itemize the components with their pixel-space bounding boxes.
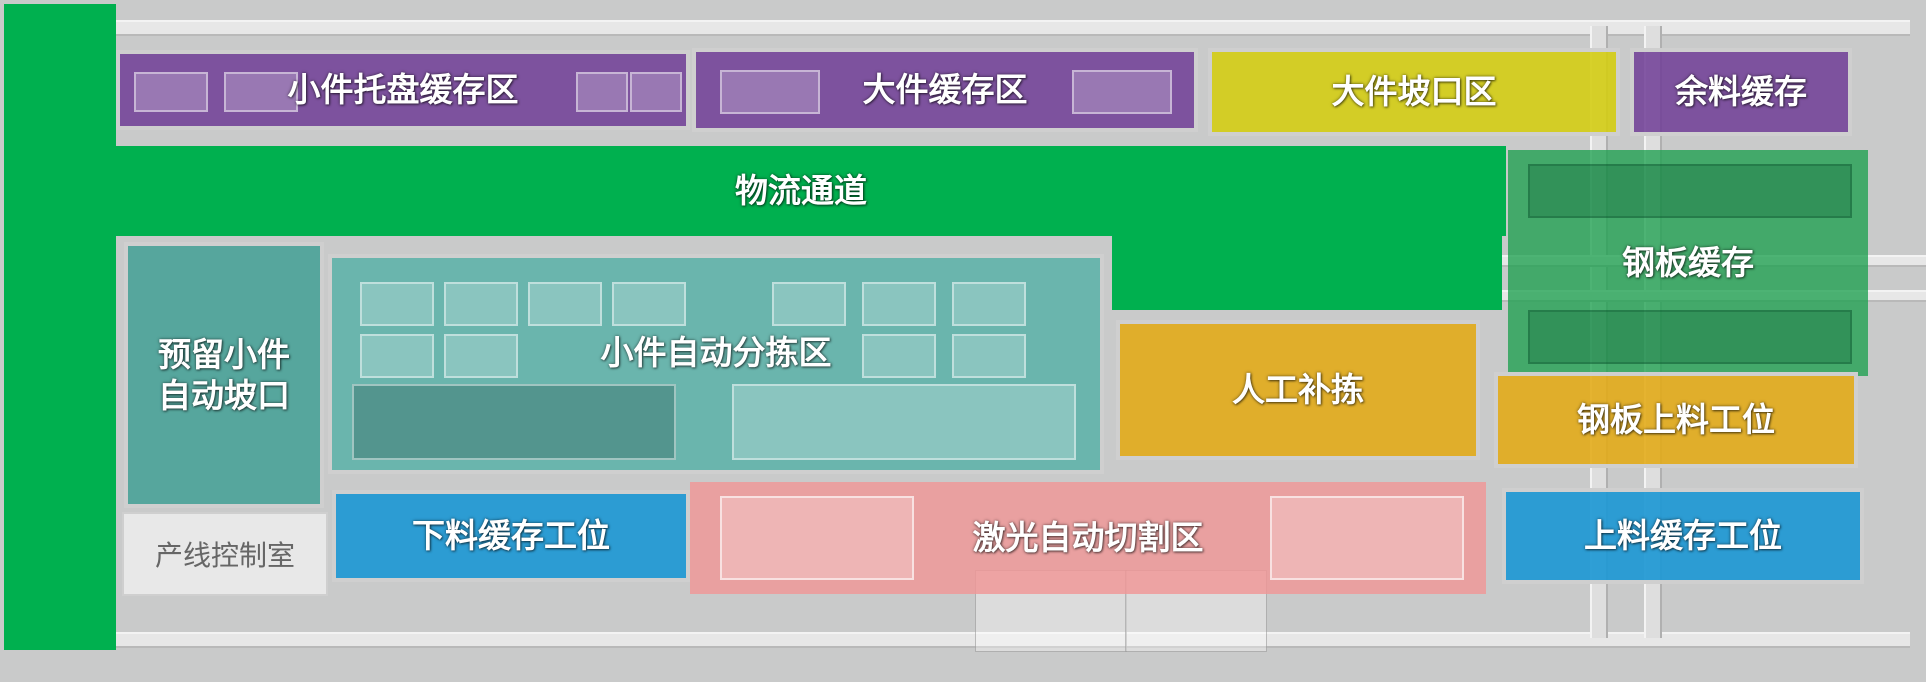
zone-label: 大件坡口区 <box>1331 72 1497 112</box>
zone-label: 预留小件 自动坡口 <box>158 334 290 415</box>
zone-steel-plate-buffer: 钢板缓存 <box>1508 150 1868 376</box>
left-green-bar <box>4 4 116 650</box>
plate-slot <box>1528 164 1852 218</box>
top-rail <box>100 20 1910 36</box>
zone-large-bevel: 大件坡口区 <box>1208 48 1620 136</box>
zone-small-auto-sorting: 小件自动分拣区 <box>328 254 1104 474</box>
zone-label: 小件托盘缓存区 <box>287 70 519 110</box>
zone-logistics-aisle: 物流通道 <box>116 146 1506 236</box>
sorting-slot <box>444 334 518 378</box>
bottom-rail <box>100 632 1910 648</box>
sorting-slot <box>528 282 602 326</box>
zone-loading-buffer: 上料缓存工位 <box>1502 488 1864 584</box>
zone-label: 大件缓存区 <box>862 70 1028 110</box>
sorting-slot <box>360 334 434 378</box>
sorting-slot <box>360 282 434 326</box>
tray-slot <box>630 72 682 112</box>
conveyor <box>732 384 1076 460</box>
zone-label: 下料缓存工位 <box>412 516 610 556</box>
zone-reserved-small-bevel: 预留小件 自动坡口 <box>124 242 324 508</box>
zone-laser-cutting: 激光自动切割区 <box>690 482 1486 594</box>
zone-label: 钢板上料工位 <box>1577 400 1775 440</box>
tray-slot <box>224 72 298 112</box>
zone-plate-loading-station: 钢板上料工位 <box>1494 372 1858 468</box>
sorting-slot <box>952 282 1026 326</box>
zone-label: 物流通道 <box>735 171 867 211</box>
zone-label: 上料缓存工位 <box>1584 516 1782 556</box>
zone-large-buffer: 大件缓存区 <box>692 48 1198 132</box>
buffer-slot <box>1072 70 1172 114</box>
logistics-aisle-extension <box>1112 236 1502 310</box>
sorting-slot <box>862 282 936 326</box>
zone-label: 余料缓存 <box>1675 72 1807 112</box>
plate-slot <box>1528 310 1852 364</box>
sorting-slot <box>862 334 936 378</box>
zone-manual-sorting: 人工补拣 <box>1116 320 1480 460</box>
zone-small-tray-buffer: 小件托盘缓存区 <box>116 50 690 130</box>
tray-slot <box>576 72 628 112</box>
sorting-slot <box>952 334 1026 378</box>
buffer-slot <box>720 70 820 114</box>
sorting-slot <box>772 282 846 326</box>
sorting-slot <box>612 282 686 326</box>
laser-bed <box>1270 496 1464 580</box>
zone-label: 激光自动切割区 <box>972 518 1204 558</box>
zone-label: 钢板缓存 <box>1622 243 1754 283</box>
zone-label: 小件自动分拣区 <box>600 333 832 373</box>
zone-unloading-buffer: 下料缓存工位 <box>332 490 690 582</box>
zone-label: 人工补拣 <box>1232 370 1364 410</box>
zone-label: 产线控制室 <box>154 539 295 572</box>
conveyor <box>352 384 676 460</box>
tray-slot <box>134 72 208 112</box>
sorting-slot <box>444 282 518 326</box>
zone-control-room: 产线控制室 <box>122 512 328 596</box>
zone-remnant-buffer: 余料缓存 <box>1630 48 1852 136</box>
laser-bed <box>720 496 914 580</box>
